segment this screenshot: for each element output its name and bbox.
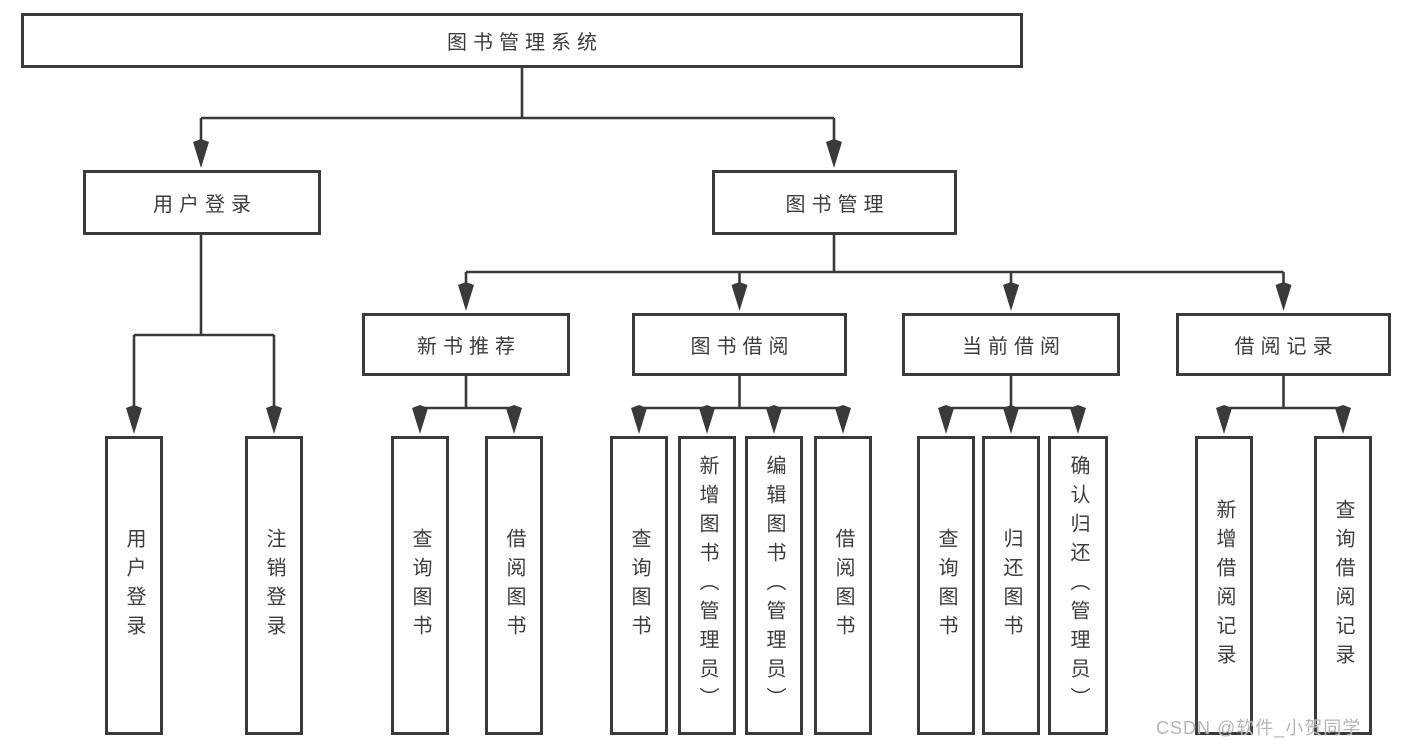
node-borrow-records-label: 借阅记录 <box>1234 336 1339 358</box>
arrowhead-icon <box>631 405 647 434</box>
node-bb-add-books-admin: 新增图书（管理员） <box>678 436 736 735</box>
arrowhead-icon <box>1335 405 1351 434</box>
node-rec-query-books: 查询图书 <box>391 436 449 735</box>
arrowhead-icon <box>731 282 748 311</box>
node-book-management-label: 图书管理 <box>785 194 890 216</box>
node-user-login-leaf: 用户登录 <box>105 436 163 735</box>
node-cb-return-books: 归还图书 <box>982 436 1040 735</box>
node-cb-query-books-label: 查询图书 <box>935 527 957 644</box>
node-bb-edit-books-admin: 编辑图书（管理员） <box>745 436 803 735</box>
node-borrow-records: 借阅记录 <box>1176 313 1391 376</box>
node-cb-return-books-label: 归还图书 <box>1000 527 1022 644</box>
arrowhead-icon <box>1003 405 1019 434</box>
node-book-management: 图书管理 <box>712 170 957 235</box>
arrowhead-icon <box>412 405 428 434</box>
node-logout: 注销登录 <box>245 436 303 735</box>
arrowhead-icon <box>826 139 842 168</box>
node-book-borrowing: 图书借阅 <box>632 313 847 376</box>
node-bb-add-books-admin-label: 新增图书（管理员） <box>696 455 718 716</box>
node-new-book-recommend: 新书推荐 <box>362 313 570 376</box>
node-logout-label: 注销登录 <box>263 527 285 644</box>
arrowhead-icon <box>1275 282 1292 311</box>
arrowhead-icon <box>506 405 522 434</box>
node-bb-edit-books-admin-label: 编辑图书（管理员） <box>763 455 785 716</box>
node-user-login-label: 用户登录 <box>153 194 257 216</box>
arrowhead-icon <box>126 405 142 434</box>
node-current-borrowing-label: 当前借阅 <box>962 336 1066 358</box>
csdn-watermark: CSDN @软件_小贺同学 <box>1156 718 1362 738</box>
node-system-root-label: 图书管理系统 <box>447 32 603 54</box>
node-br-add-record: 新增借阅记录 <box>1195 436 1253 735</box>
arrowhead-icon <box>835 405 851 434</box>
node-system-root: 图书管理系统 <box>21 13 1023 68</box>
node-book-borrowing-label: 图书借阅 <box>690 336 795 358</box>
arrowhead-icon <box>458 282 474 311</box>
arrowhead-icon <box>1003 282 1019 311</box>
arrowhead-icon <box>766 405 782 434</box>
node-user-login-leaf-label: 用户登录 <box>123 527 145 644</box>
node-rec-borrow-books-label: 借阅图书 <box>503 527 525 644</box>
node-bb-borrow-books: 借阅图书 <box>814 436 872 735</box>
node-br-add-record-label: 新增借阅记录 <box>1213 498 1235 673</box>
arrowhead-icon <box>699 405 715 434</box>
node-cb-confirm-return-admin: 确认归还（管理员） <box>1048 436 1108 735</box>
node-bb-query-books-label: 查询图书 <box>628 527 650 644</box>
arrowhead-icon <box>938 405 954 434</box>
node-rec-borrow-books: 借阅图书 <box>485 436 543 735</box>
arrowhead-icon <box>1216 405 1232 434</box>
node-br-query-record-label: 查询借阅记录 <box>1332 498 1354 673</box>
node-user-login: 用户登录 <box>83 170 321 235</box>
node-rec-query-books-label: 查询图书 <box>409 527 431 644</box>
arrowhead-icon <box>1070 405 1086 434</box>
node-bb-query-books: 查询图书 <box>610 436 668 735</box>
node-new-book-recommend-label: 新书推荐 <box>417 336 521 358</box>
node-br-query-record: 查询借阅记录 <box>1314 436 1372 735</box>
arrowhead-icon <box>266 405 282 434</box>
node-bb-borrow-books-label: 借阅图书 <box>832 527 854 644</box>
node-current-borrowing: 当前借阅 <box>902 313 1120 376</box>
node-cb-query-books: 查询图书 <box>917 436 975 735</box>
arrowhead-icon <box>193 139 209 168</box>
node-cb-confirm-return-admin-label: 确认归还（管理员） <box>1067 455 1089 716</box>
